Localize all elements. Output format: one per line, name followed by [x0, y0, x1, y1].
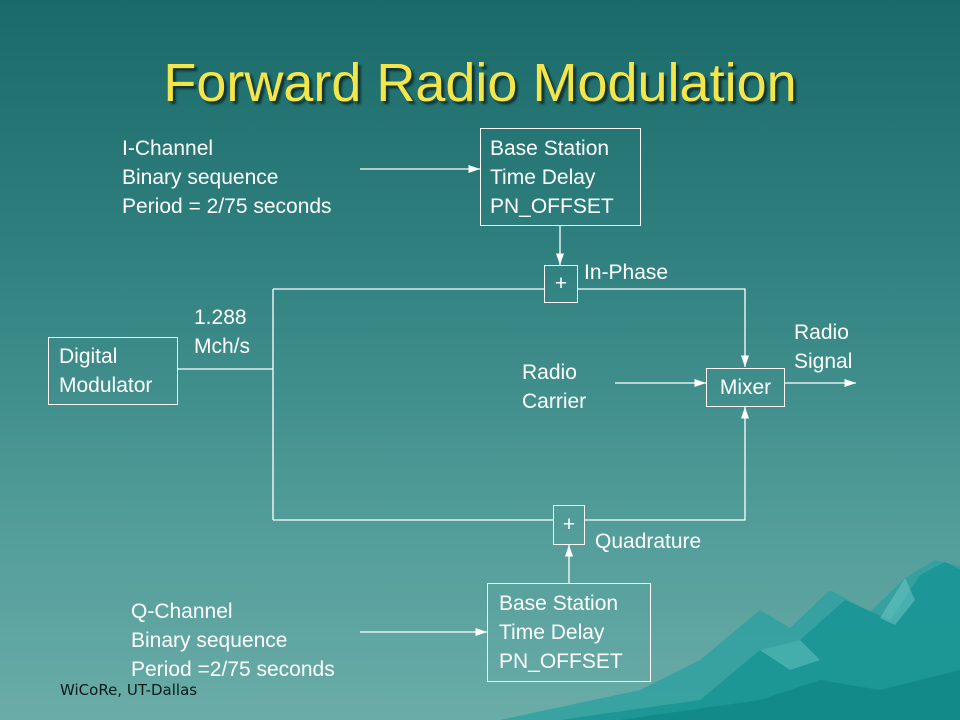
rate-value: 1.288	[194, 306, 247, 329]
mixer-box: Mixer	[706, 368, 785, 407]
in-phase-label: In-Phase	[584, 261, 669, 284]
digital-modulator-box: Digital Modulator	[48, 337, 178, 405]
i-channel-line-2: Binary sequence	[122, 166, 279, 189]
q-channel-line-2: Binary sequence	[131, 629, 288, 652]
adder-bottom-symbol: +	[562, 513, 576, 536]
digital-modulator-line-1: Digital	[59, 345, 118, 368]
rate-label: 1.288 Mch/s	[194, 303, 250, 361]
digital-modulator-line-2: Modulator	[59, 374, 153, 397]
base-station-bottom-line-1: Base Station	[499, 592, 619, 615]
i-channel-line-3: Period = 2/75 seconds	[122, 195, 332, 218]
arrow-inphase-to-mixer	[578, 288, 750, 367]
slide-title: Forward Radio Modulation	[163, 53, 797, 113]
rate-unit: Mch/s	[194, 335, 251, 358]
radio-signal-label: Radio Signal	[794, 318, 852, 376]
base-station-top-line-3: PN_OFFSET	[490, 195, 614, 218]
adder-top-symbol: +	[554, 272, 568, 295]
q-channel-label: Q-Channel Binary sequence Period =2/75 s…	[131, 597, 335, 684]
radio-carrier-line-1: Radio	[522, 361, 577, 384]
mixer-label: Mixer	[719, 376, 772, 399]
radio-carrier-line-2: Carrier	[522, 390, 587, 413]
base-station-top-line-2: Time Delay	[490, 166, 596, 189]
i-channel-line-1: I-Channel	[122, 137, 214, 160]
base-station-bottom-line-3: PN_OFFSET	[499, 650, 623, 673]
base-station-top-line-1: Base Station	[490, 137, 610, 160]
radio-signal-line-2: Signal	[794, 350, 853, 373]
i-channel-label: I-Channel Binary sequence Period = 2/75 …	[122, 134, 332, 221]
q-channel-line-1: Q-Channel	[131, 600, 233, 623]
q-channel-line-3: Period =2/75 seconds	[131, 658, 335, 681]
base-station-top-box: Base Station Time Delay PN_OFFSET	[480, 128, 641, 226]
base-station-bottom-line-2: Time Delay	[499, 621, 605, 644]
base-station-bottom-box: Base Station Time Delay PN_OFFSET	[487, 583, 651, 682]
adder-bottom-box: +	[553, 505, 585, 545]
arrow-quadrature-to-mixer	[585, 407, 750, 521]
quadrature-label: Quadrature	[595, 530, 702, 553]
adder-top-box: +	[544, 265, 578, 303]
radio-carrier-label: Radio Carrier	[522, 358, 586, 416]
footer-credit: WiCoRe, UT-Dallas	[60, 681, 198, 699]
radio-signal-line-1: Radio	[794, 321, 849, 344]
